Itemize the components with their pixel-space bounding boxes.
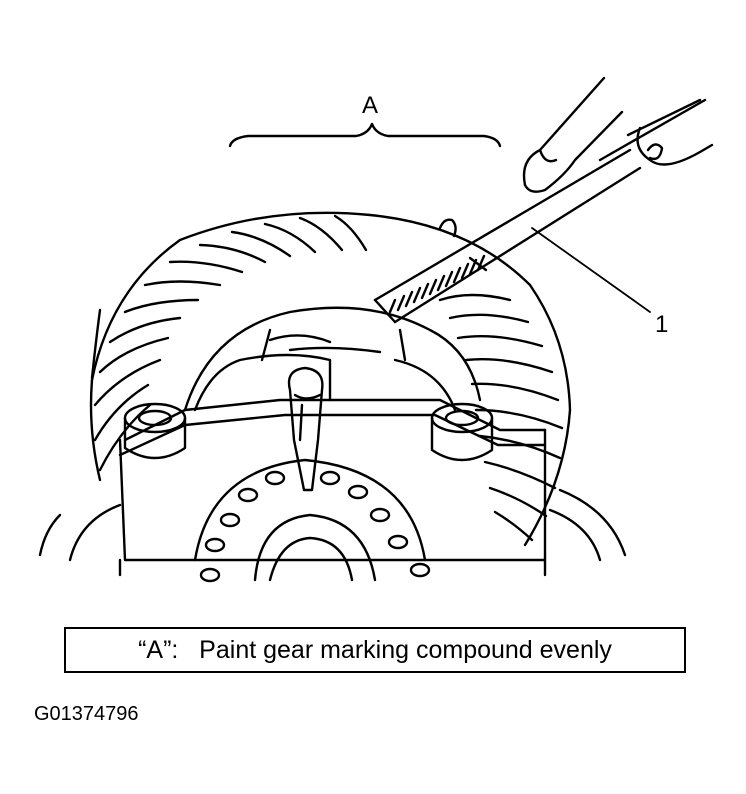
flange-bolt-holes <box>199 470 431 583</box>
gear-illustration <box>38 76 714 583</box>
region-a-bracket <box>228 122 502 148</box>
left-bolt <box>123 402 187 460</box>
hand <box>522 76 606 187</box>
ring-gear-outline <box>90 211 572 547</box>
right-bolt <box>430 402 494 462</box>
bearing-opening <box>253 513 377 582</box>
differential-case <box>118 428 547 562</box>
marking-brush <box>373 148 632 302</box>
caption-box: “A”: Paint gear marking compound evenly <box>64 627 686 673</box>
label-a: A <box>362 92 379 119</box>
figure-id: G01374796 <box>34 703 139 725</box>
leader-line-1 <box>531 227 651 313</box>
gear-inner-arc <box>183 306 482 412</box>
pinion-shaft <box>287 366 324 492</box>
callout-label-1: 1 <box>655 311 669 338</box>
